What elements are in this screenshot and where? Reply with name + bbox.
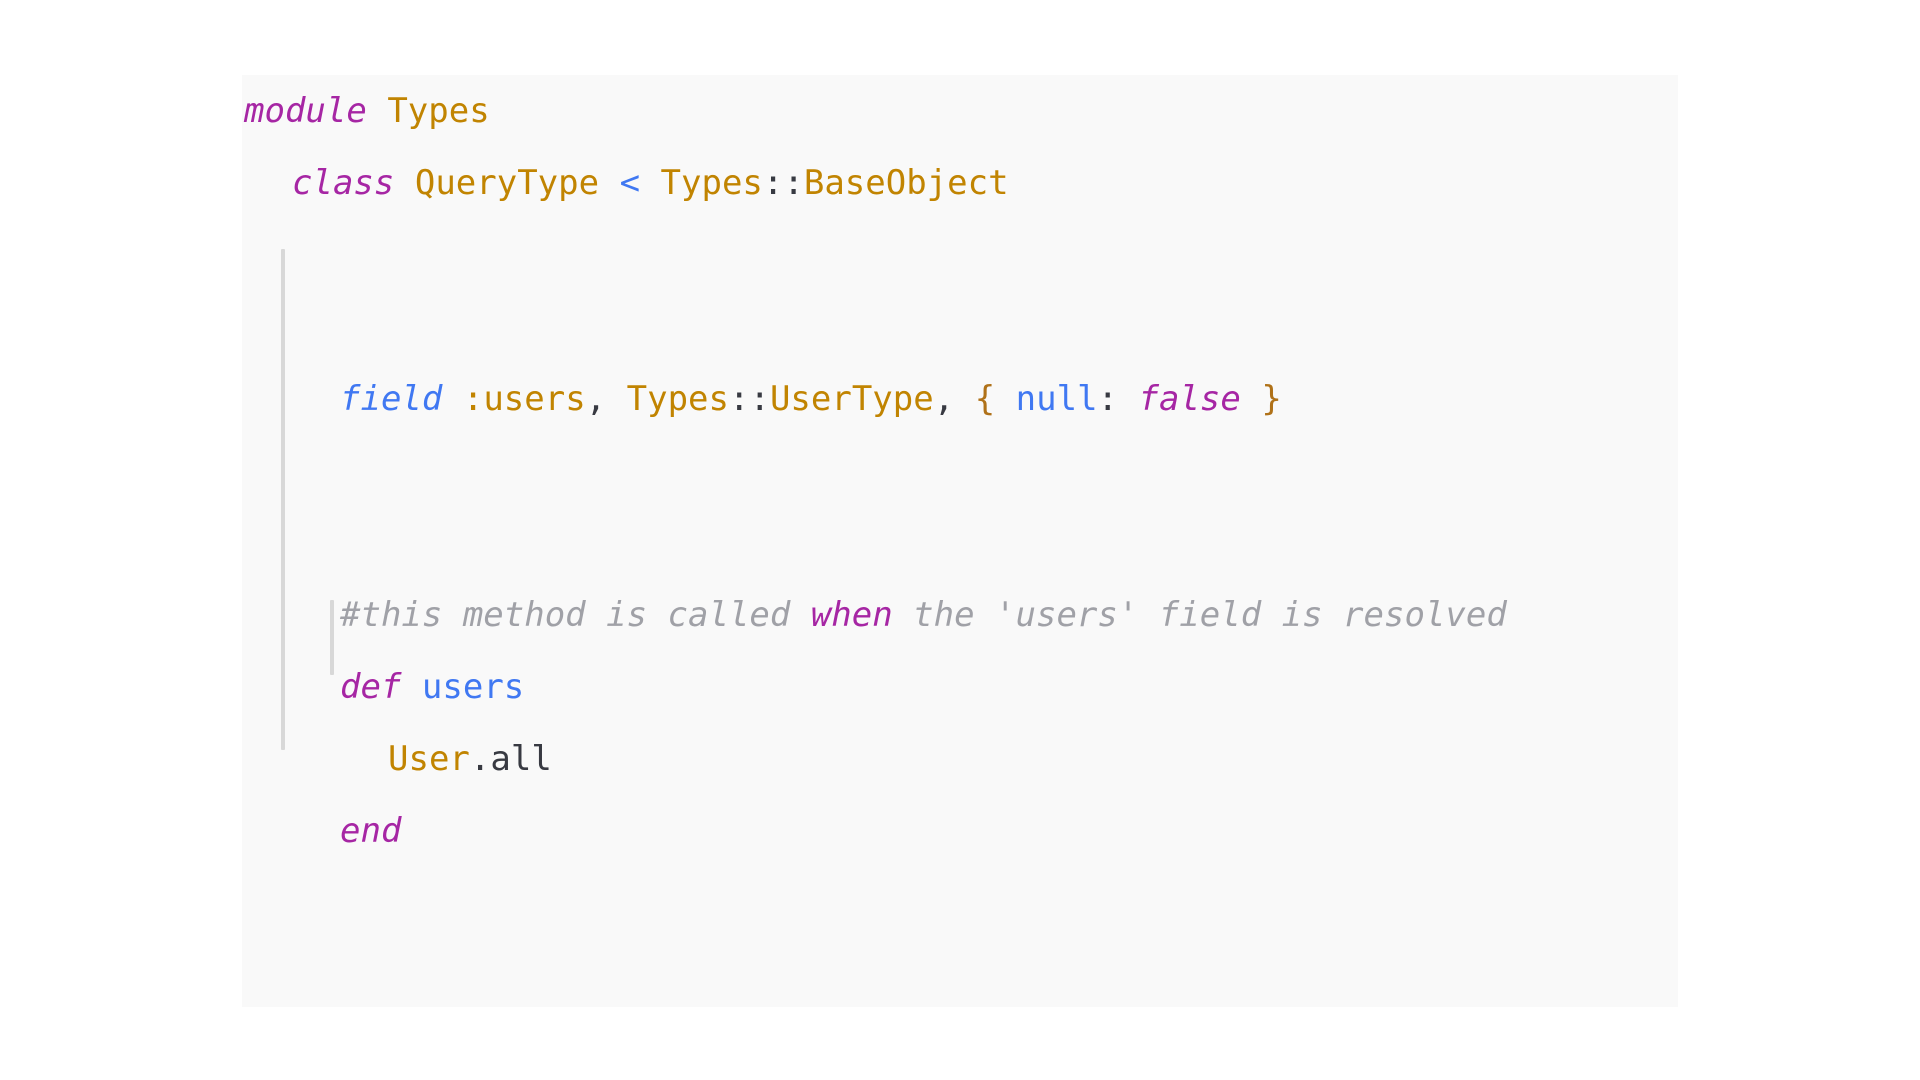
code-token-punct: :: bbox=[762, 163, 804, 203]
code-line: def users bbox=[242, 651, 1678, 723]
code-token-keyword: module bbox=[244, 91, 367, 131]
code-token-comment: the 'users' field is resolved bbox=[892, 595, 1507, 635]
code-token-comment-kw: when bbox=[810, 595, 893, 635]
code-line: #this method is called when the 'users' … bbox=[242, 579, 1678, 651]
code-line: User.all bbox=[242, 723, 1678, 795]
code-token-comment: #this method is called bbox=[340, 595, 811, 635]
code-token-symbol: :users bbox=[462, 379, 586, 419]
code-token-plain bbox=[640, 163, 660, 203]
code-token-plain bbox=[1241, 379, 1261, 419]
code-token-keyword: end bbox=[340, 811, 402, 851]
indent-guide-level-1 bbox=[281, 249, 285, 750]
code-token-plain bbox=[367, 91, 387, 131]
code-token-method: users bbox=[421, 667, 525, 707]
code-token-plain bbox=[995, 379, 1015, 419]
code-line-blank bbox=[242, 219, 1678, 291]
code-line-blank bbox=[242, 291, 1678, 363]
code-token-plain bbox=[606, 379, 626, 419]
code-token-const: Types bbox=[387, 91, 490, 131]
code-token-punct: :: bbox=[729, 379, 770, 419]
code-token-bool: false bbox=[1138, 379, 1241, 419]
code-token-punct: : bbox=[1097, 379, 1119, 419]
code-token-key: null bbox=[1015, 379, 1098, 419]
code-token-plain bbox=[599, 163, 619, 203]
code-line-blank bbox=[242, 939, 1678, 1007]
code-token-punct: . bbox=[469, 739, 491, 779]
code-line-blank bbox=[242, 867, 1678, 939]
code-line-blank bbox=[242, 435, 1678, 507]
code-token-brace: } bbox=[1261, 379, 1282, 419]
code-token-const: BaseObject bbox=[803, 163, 1009, 203]
code-line-blank bbox=[242, 507, 1678, 579]
code-token-punct: , bbox=[933, 379, 955, 419]
code-token-plain: all bbox=[490, 739, 552, 779]
code-token-const: QueryType bbox=[414, 163, 600, 203]
code-token-operator: < bbox=[619, 163, 641, 203]
code-token-brace: { bbox=[974, 379, 996, 419]
code-token-const: User bbox=[388, 739, 470, 779]
indent-guide-level-2 bbox=[330, 600, 334, 675]
code-token-plain bbox=[954, 379, 974, 419]
code-token-func: field bbox=[340, 379, 443, 419]
code-token-punct: , bbox=[585, 379, 607, 419]
code-token-plain bbox=[1118, 379, 1138, 419]
code-token-keyword: def bbox=[340, 667, 402, 707]
code-token-const: Types bbox=[626, 379, 729, 419]
code-token-keyword: class bbox=[292, 163, 395, 203]
code-line: end bbox=[242, 795, 1678, 867]
code-line: field :users, Types::UserType, { null: f… bbox=[242, 363, 1678, 435]
code-token-const: UserType bbox=[769, 379, 934, 419]
code-line: module Types bbox=[242, 75, 1678, 147]
code-line: class QueryType < Types::BaseObject bbox=[242, 147, 1678, 219]
code-token-plain bbox=[401, 667, 421, 707]
code-token-plain bbox=[394, 163, 414, 203]
code-token-plain bbox=[442, 379, 462, 419]
code-token-const: Types bbox=[660, 163, 763, 203]
